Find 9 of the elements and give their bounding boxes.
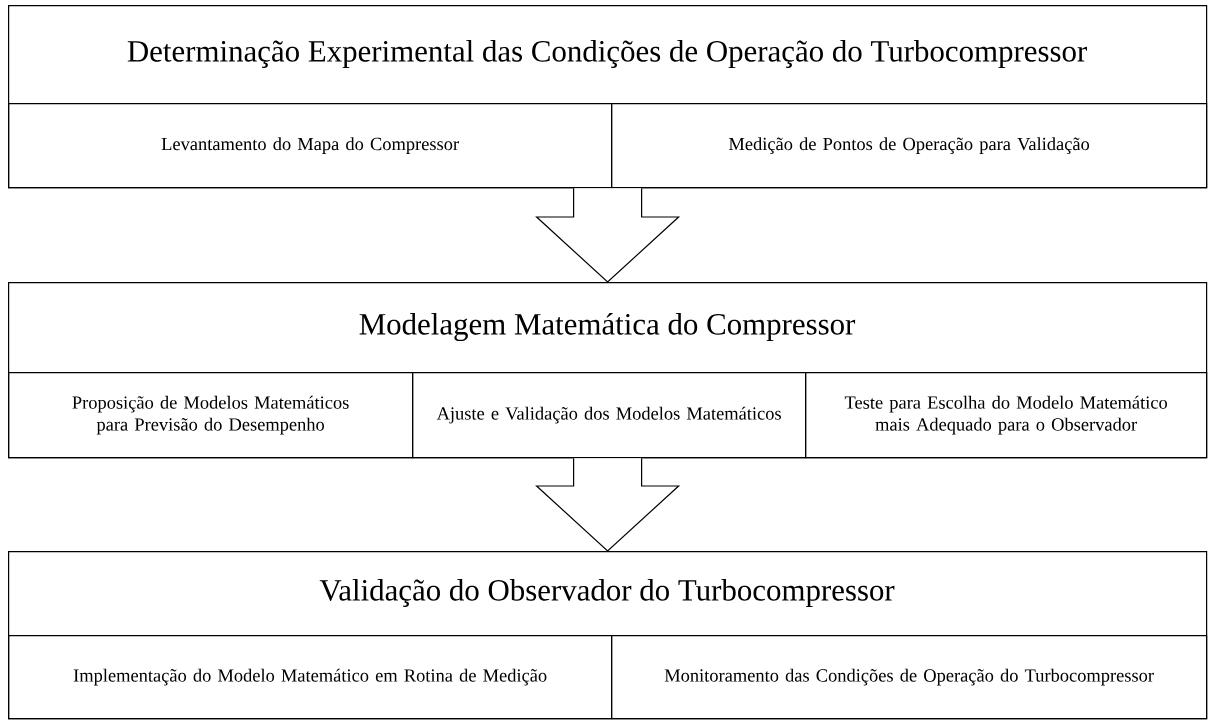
block-arrow bbox=[535, 457, 681, 552]
block-arrow bbox=[535, 187, 681, 283]
step-box: Implementação do Modelo Matemático em Rotina de Medição bbox=[8, 635, 613, 720]
step-box: Ajuste e Validação dos Modelos Matemáticos bbox=[412, 372, 807, 459]
step-box: Monitoramento das Condições de Operação do Turbocompressor bbox=[611, 635, 1208, 720]
step-box: Levantamento do Mapa do Compressor bbox=[8, 103, 613, 189]
step-box: Proposição de Modelos Matemáticos para Previsão do Desempenho bbox=[8, 372, 414, 459]
step-box: Medição de Pontos de Operação para Validação bbox=[611, 103, 1208, 189]
step-box: Teste para Escolha do Modelo Matemático mais Adequado para o Observador bbox=[805, 372, 1208, 459]
